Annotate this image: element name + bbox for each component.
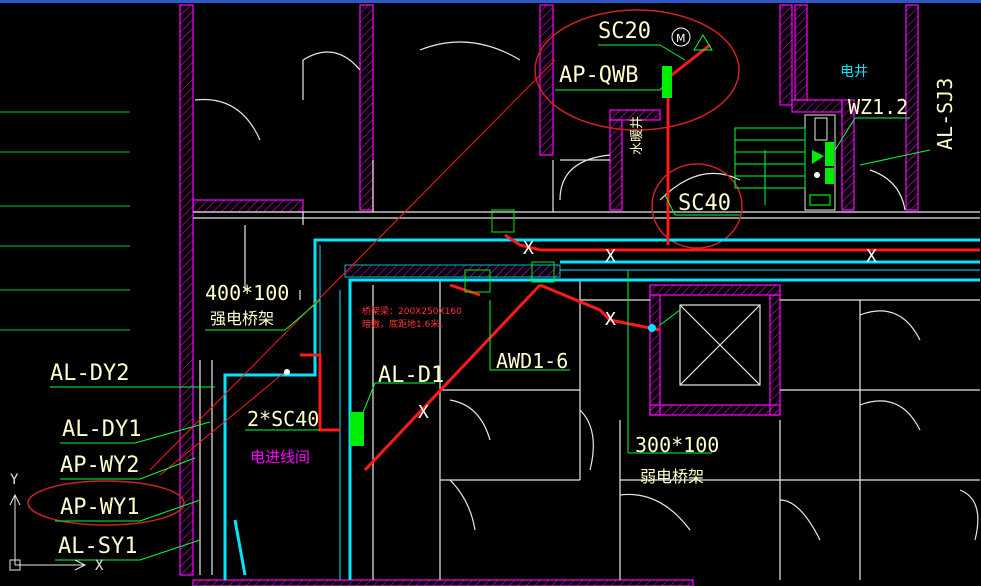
cross-markers: X X X X X bbox=[418, 238, 877, 423]
panel-label-ap-wy2[interactable]: AP-WY2 bbox=[60, 453, 139, 478]
white-walls bbox=[193, 41, 980, 580]
label-al-sj3: AL-SJ3 bbox=[933, 78, 957, 150]
hatched-walls bbox=[179, 4, 919, 586]
svg-text:X: X bbox=[605, 246, 616, 267]
left-reference-lines bbox=[0, 111, 130, 331]
ucs-axis-icon bbox=[9, 493, 87, 571]
svg-text:X: X bbox=[605, 309, 616, 330]
label-al-d1: AL-D1 bbox=[378, 363, 444, 388]
svg-text:X: X bbox=[866, 246, 877, 267]
junction-dot bbox=[284, 369, 290, 375]
label-sc40: SC40 bbox=[678, 191, 731, 216]
axis-label-y: Y bbox=[10, 472, 19, 488]
cyan-node-dot bbox=[648, 324, 656, 332]
motor-mark-text: M bbox=[676, 32, 686, 45]
label-sc20: SC20 bbox=[598, 19, 651, 44]
panel-al-d1[interactable] bbox=[350, 412, 364, 446]
panel-label-ap-wy1[interactable]: AP-WY1 bbox=[60, 495, 139, 520]
label-2sc40: 2*SC40 bbox=[247, 407, 319, 431]
stair-symbol bbox=[734, 127, 806, 205]
label-tray-300: 300*100 bbox=[635, 433, 719, 457]
triangle-device-icon[interactable] bbox=[693, 34, 713, 51]
label-incoming-cable-room: 电进线间 bbox=[250, 448, 310, 466]
axis-label-x: X bbox=[95, 558, 104, 574]
thin-red-leaders bbox=[149, 59, 556, 476]
tray-note-line-2: 暗敷，底距地1.6米。 bbox=[362, 318, 448, 330]
title-bar-strip bbox=[0, 0, 981, 3]
panel-label-al-sy1[interactable]: AL-SY1 bbox=[58, 534, 137, 559]
cable-tray-thin bbox=[319, 245, 980, 580]
highlight-ellipses bbox=[27, 9, 743, 526]
tray-note-line-1: 桥架梁：200X250X160 bbox=[362, 305, 462, 317]
tray-junction-boxes bbox=[464, 209, 555, 293]
panel-ap-qwb[interactable] bbox=[662, 66, 672, 98]
tray-hatch bbox=[344, 264, 561, 278]
label-water-shaft: 水暖井 bbox=[630, 116, 645, 155]
label-tray-300-name: 弱电桥架 bbox=[640, 467, 704, 486]
label-tray-400-name: 强电桥架 bbox=[210, 309, 274, 328]
label-elec-shaft: 电井 bbox=[840, 64, 868, 80]
cable-tray-lines bbox=[223, 238, 980, 580]
shaft-node-dot bbox=[814, 172, 820, 178]
label-awd: AWD1-6 bbox=[496, 349, 568, 373]
svg-text:X: X bbox=[523, 238, 534, 259]
panel-label-al-dy2[interactable]: AL-DY2 bbox=[50, 361, 129, 386]
motor-circle[interactable] bbox=[671, 27, 691, 47]
panel-label-al-dy1[interactable]: AL-DY1 bbox=[62, 417, 141, 442]
leader-lines bbox=[50, 44, 931, 561]
label-wz: WZ1.2 bbox=[848, 95, 908, 119]
label-tray-400: 400*100 bbox=[205, 281, 289, 305]
svg-text:X: X bbox=[418, 402, 429, 423]
power-lines bbox=[300, 43, 980, 472]
electric-shaft-equipment[interactable] bbox=[804, 114, 836, 211]
label-ap-qwb: AP-QWB bbox=[559, 63, 638, 88]
